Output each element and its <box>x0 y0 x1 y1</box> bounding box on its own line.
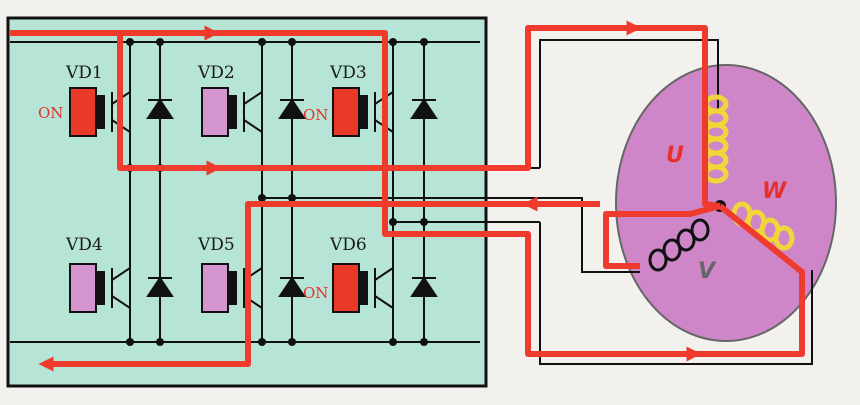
switch-vd6-box <box>332 263 360 313</box>
coil-v-label: V <box>698 259 717 284</box>
current-path-return-vd5 <box>44 201 600 367</box>
motor-housing <box>615 64 837 342</box>
switch-vd1-box <box>69 87 97 137</box>
switch-vd6-state: ON <box>303 284 328 302</box>
switch-vd2-box <box>201 87 229 137</box>
freewheel-diodes <box>146 98 438 297</box>
coil-v <box>648 218 710 272</box>
switch-vd5-label: VD5 <box>197 235 235 255</box>
current-path-v-vd5 <box>603 203 721 269</box>
switch-vd4-label: VD4 <box>65 235 103 255</box>
coil-u-label: U <box>666 143 684 168</box>
switch-vd2-label: VD2 <box>197 63 235 83</box>
switch-vd3-box <box>332 87 360 137</box>
current-path-vd1-u <box>10 25 721 209</box>
switch-vd3-state: ON <box>303 106 328 124</box>
coil-u <box>703 94 729 184</box>
switch-vd1-label: VD1 <box>65 63 103 83</box>
switch-vd1-state: ON <box>38 104 63 122</box>
current-paths <box>10 25 805 367</box>
switch-vd6-label: VD6 <box>329 235 367 255</box>
coil-w-label: W <box>762 179 788 204</box>
switch-vd4-box <box>69 263 97 313</box>
switch-vd5-box <box>201 263 229 313</box>
junction-dots <box>126 38 428 346</box>
switch-vd3-label: VD3 <box>329 63 367 83</box>
switch-blocks <box>69 87 368 313</box>
current-path-vd3-w <box>110 30 805 357</box>
current-direction-arrows <box>38 20 702 372</box>
